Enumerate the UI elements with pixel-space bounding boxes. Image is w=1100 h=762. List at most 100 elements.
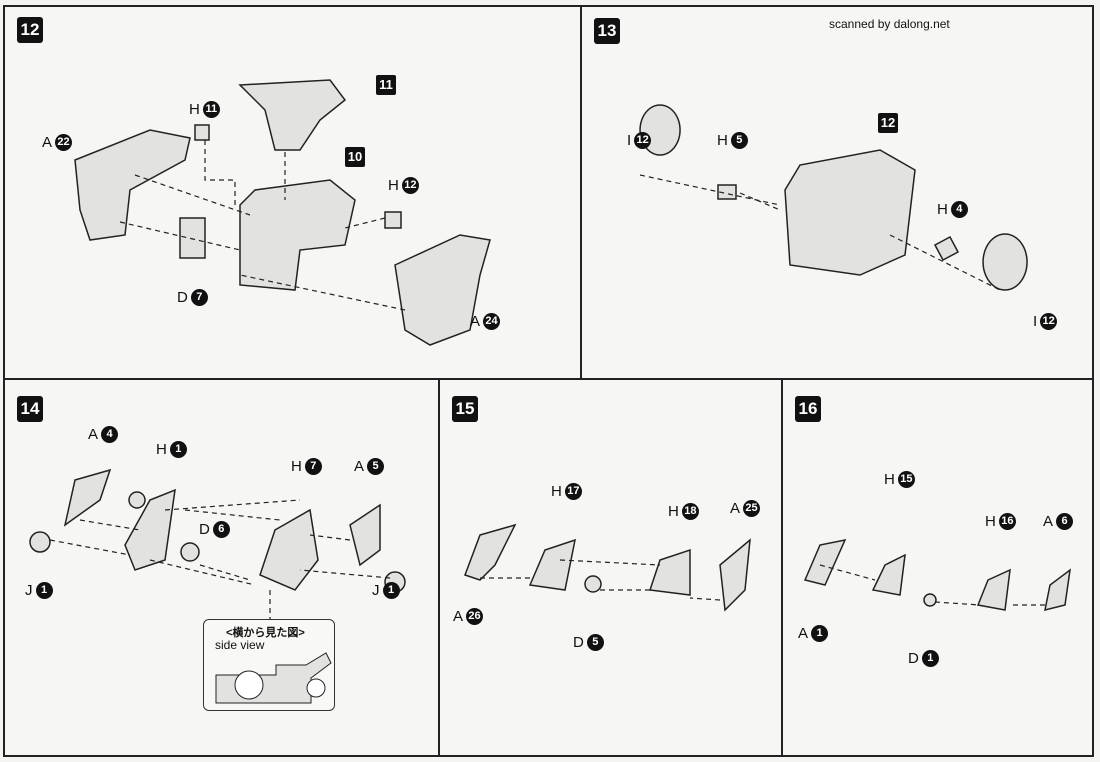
part-letter: A (453, 608, 464, 625)
part-number: 1 (811, 625, 829, 642)
part-letter: I (1033, 313, 1038, 330)
part-number: 25 (743, 500, 761, 517)
part-number: 5 (586, 634, 604, 651)
part-number: 5 (367, 458, 385, 475)
part-number: 1 (921, 650, 939, 667)
part-letter: H (156, 441, 167, 458)
part-letter: H (668, 503, 679, 520)
part-number: 6 (212, 521, 230, 538)
part-number: 17 (564, 483, 582, 500)
step-number: 16 (795, 396, 821, 422)
part-letter: D (199, 521, 210, 538)
scan-credit: scanned by dalong.net (829, 17, 950, 31)
part-11 (238, 79, 347, 151)
part-letter: D (177, 289, 188, 306)
part-frame-a24 (394, 234, 491, 346)
part-number: 22 (55, 134, 73, 151)
step-number: 13 (594, 18, 620, 44)
part-d6 (180, 542, 200, 562)
side-view-illustration (215, 652, 332, 704)
part-callout: 11 (376, 75, 396, 95)
part-a5 (349, 503, 381, 567)
part-letter: D (908, 650, 919, 667)
part-a1 (803, 538, 847, 586)
part-letter: I (627, 132, 632, 149)
part-number: 16 (998, 513, 1016, 530)
part-letter: H (884, 471, 895, 488)
side-view-title-jp: <横から見た図> (226, 627, 305, 639)
part-letter: A (88, 426, 99, 443)
part-number: 6 (1056, 513, 1074, 530)
part-letter: H (291, 458, 302, 475)
part-number: 18 (681, 503, 699, 520)
part-number: 5 (730, 132, 748, 149)
part-a6 (1044, 568, 1071, 612)
part-j1-left (29, 531, 51, 553)
step-number: 12 (17, 17, 43, 43)
part-a25 (719, 538, 751, 612)
part-number: 12 (1040, 313, 1058, 330)
part-letter: J (25, 582, 33, 599)
part-frame-a22 (74, 129, 191, 241)
side-view-inset: <横から見た図> side view (203, 619, 335, 711)
part-h5 (717, 184, 737, 200)
part-letter: H (717, 132, 728, 149)
part-number: 7 (304, 458, 322, 475)
part-a4 (63, 468, 112, 527)
part-number: 12 (401, 177, 419, 194)
part-letter: A (730, 500, 741, 517)
part-callout: 10 (345, 147, 365, 167)
part-h12 (384, 211, 402, 229)
part-d5 (584, 575, 602, 593)
part-number: 7 (190, 289, 208, 306)
part-letter: H (388, 177, 399, 194)
part-ring (128, 491, 146, 509)
part-number: 1 (35, 582, 53, 599)
part-number: 15 (897, 471, 915, 488)
part-letter: H (937, 201, 948, 218)
step-number: 14 (17, 396, 43, 422)
part-number: 1 (382, 582, 400, 599)
part-h16 (976, 568, 1011, 611)
part-number: 12 (634, 132, 652, 149)
side-view-title-en: side view (215, 638, 265, 652)
part-letter: H (985, 513, 996, 530)
part-a26 (464, 523, 517, 581)
part-letter: D (573, 634, 584, 651)
part-h4 (933, 235, 960, 262)
part-10 (239, 179, 356, 291)
part-h1 (124, 488, 176, 571)
part-h17 (528, 538, 576, 591)
part-number: 26 (466, 608, 484, 625)
part-h18 (648, 548, 691, 596)
part-number: 1 (169, 441, 187, 458)
panel-step-14 (3, 378, 440, 757)
part-letter: A (42, 134, 53, 151)
part-letter: H (551, 483, 562, 500)
part-letter: A (798, 625, 809, 642)
part-letter: A (354, 458, 365, 475)
